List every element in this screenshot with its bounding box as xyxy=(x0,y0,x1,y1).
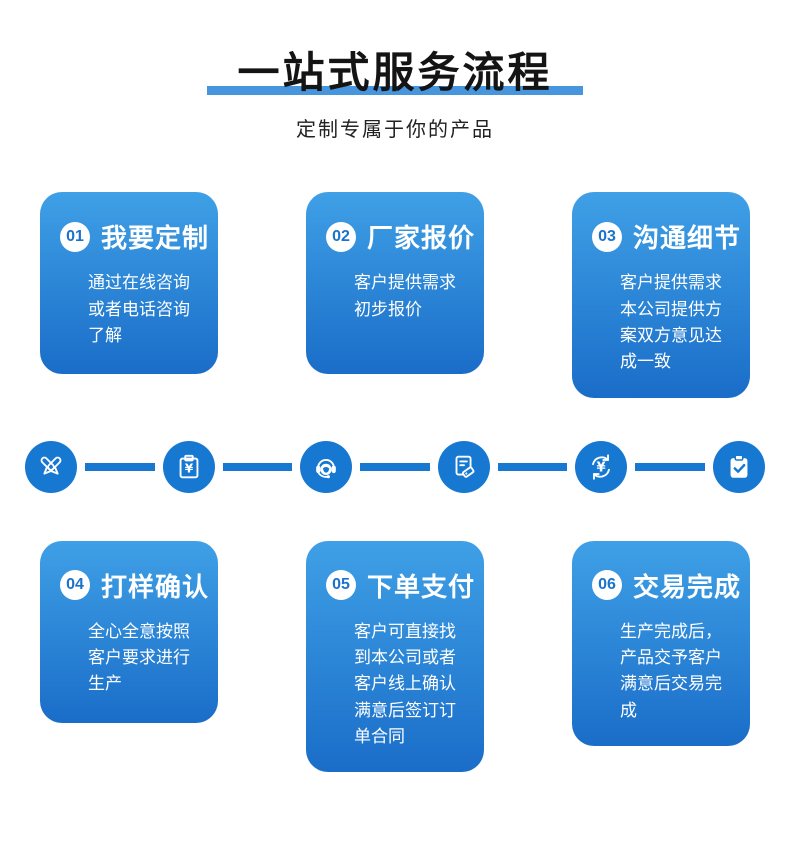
svg-text:¥: ¥ xyxy=(184,461,193,475)
crossed-pens-icon xyxy=(25,440,77,493)
step-description: 客户提供需求初步报价 xyxy=(354,273,456,319)
step-number-badge: 04 xyxy=(60,570,90,601)
step-card-head: 06 交易完成 xyxy=(592,567,742,604)
step-card-1: 01 我要定制 通过在线咨询或者电话咨询了解 xyxy=(40,192,218,375)
page-title: 一站式服务流程 xyxy=(237,49,553,96)
step-card-head: 02 厂家报价 xyxy=(326,218,476,255)
svg-text:¥: ¥ xyxy=(597,460,606,475)
flow-connector xyxy=(635,462,705,471)
quote-clipboard-yuan-icon: ¥ xyxy=(162,440,215,493)
step-card-head: 04 打样确认 xyxy=(60,567,210,604)
title-underline-bar xyxy=(207,86,583,96)
step-card-4: 04 打样确认 全心全意按照客户要求进行生产 xyxy=(40,540,218,723)
step-number-badge: 06 xyxy=(592,570,622,601)
payment-yuan-exchange-icon: ¥ xyxy=(575,440,628,493)
step-number-badge: 05 xyxy=(326,570,356,601)
flow-connector xyxy=(85,462,155,471)
step-title: 交易完成 xyxy=(633,571,742,602)
step-card-head: 03 沟通细节 xyxy=(592,218,742,255)
step-card-5: 05 下单支付 客户可直接找到本公司或者客户线上确认满意后签订订单合同 xyxy=(306,540,484,773)
step-number-badge: 03 xyxy=(592,221,622,252)
steps-row-bottom: 04 打样确认 全心全意按照客户要求进行生产 05 下单支付 客户可直接找到本公… xyxy=(0,540,790,773)
step-card-3: 03 沟通细节 客户提供需求本公司提供方案双方意见达成一致 xyxy=(572,192,750,398)
step-description: 客户可直接找到本公司或者客户线上确认满意后签订订单合同 xyxy=(354,621,456,746)
page-subtitle: 定制专属于你的产品 xyxy=(296,119,494,142)
step-description: 通过在线咨询或者电话咨询了解 xyxy=(88,273,190,345)
step-title: 沟通细节 xyxy=(633,223,742,254)
step-title: 下单支付 xyxy=(367,571,476,602)
step-title: 厂家报价 xyxy=(367,223,476,254)
flow-connector xyxy=(360,462,430,471)
step-card-6: 06 交易完成 生产完成后，产品交予客户满意后交易完成 xyxy=(572,540,750,746)
step-title: 我要定制 xyxy=(101,223,210,254)
step-card-2: 02 厂家报价 客户提供需求初步报价 xyxy=(306,192,484,375)
order-document-tag-icon xyxy=(437,440,490,493)
process-icons-row: ¥ xyxy=(25,440,765,493)
step-description: 全心全意按照客户要求进行生产 xyxy=(88,621,190,694)
flow-connector xyxy=(222,462,293,471)
customer-service-headset-icon xyxy=(300,440,353,493)
step-number-badge: 02 xyxy=(326,221,356,252)
title-wrap: 一站式服务流程 xyxy=(207,49,583,96)
step-title: 打样确认 xyxy=(101,571,210,602)
step-number-badge: 01 xyxy=(60,221,90,252)
step-card-head: 05 下单支付 xyxy=(326,567,476,604)
step-card-head: 01 我要定制 xyxy=(60,218,210,255)
flow-connector xyxy=(497,462,568,471)
steps-row-top: 01 我要定制 通过在线咨询或者电话咨询了解 02 厂家报价 客户提供需求初步报… xyxy=(0,192,790,398)
step-description: 生产完成后，产品交予客户满意后交易完成 xyxy=(620,621,722,720)
header: 一站式服务流程 定制专属于你的产品 xyxy=(0,0,790,142)
step-description: 客户提供需求本公司提供方案双方意见达成一致 xyxy=(620,273,722,372)
complete-clipboard-check-icon xyxy=(712,440,765,493)
